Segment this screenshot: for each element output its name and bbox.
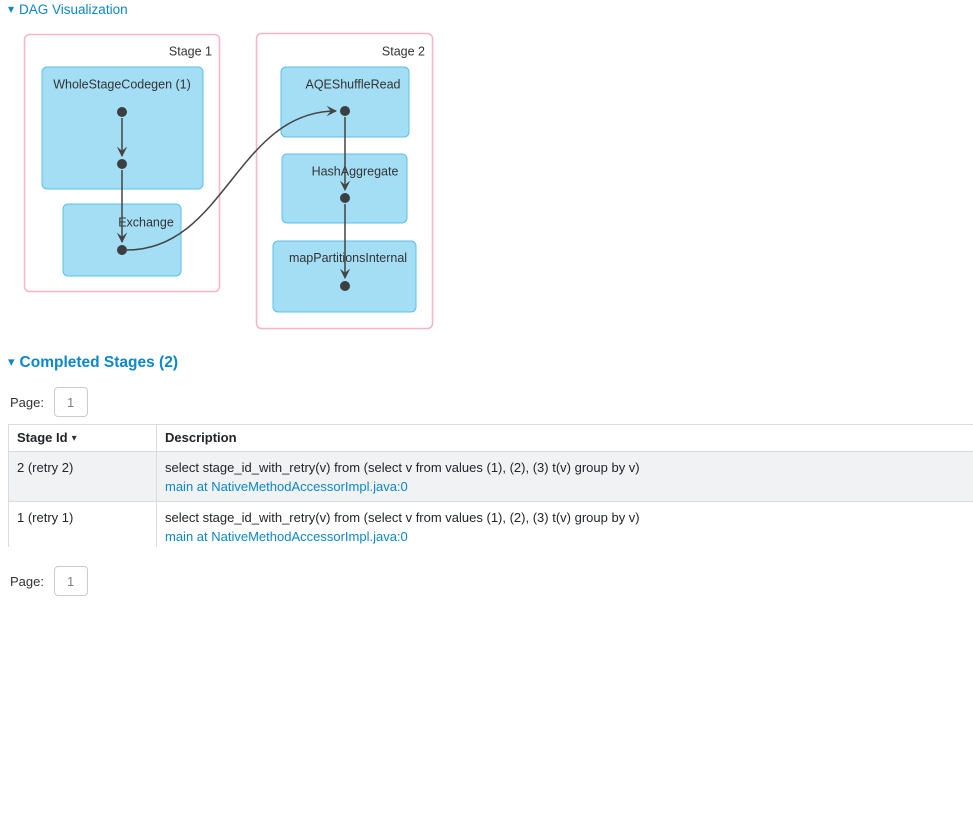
- rdd-dot: [117, 159, 127, 169]
- stage-id-cell: 1 (retry 1): [8, 501, 157, 547]
- completed-stages-table: Stage Id▾ Description 2 (retry 2) select…: [8, 424, 973, 547]
- table-row: 2 (retry 2) select stage_id_with_retry(v…: [8, 451, 973, 502]
- column-header-stage-id[interactable]: Stage Id▾: [8, 424, 157, 452]
- stage-description: select stage_id_with_retry(v) from (sele…: [165, 460, 640, 475]
- node-aqeshuffleread-label: AQEShuffleRead: [306, 78, 401, 92]
- stage-id-cell: 2 (retry 2): [8, 451, 157, 502]
- edge-exchange-aqeshuffleread: [126, 105, 338, 251]
- rdd-dot: [340, 106, 350, 116]
- collapse-caret-icon: ▾: [8, 2, 15, 16]
- node-mappartitionsinternal-label: mapPartitionsInternal: [289, 251, 407, 265]
- description-cell: select stage_id_with_retry(v) from (sele…: [156, 501, 973, 547]
- stage-detail-link[interactable]: main at NativeMethodAccessorImpl.java:0: [165, 479, 408, 494]
- rdd-dot: [340, 281, 350, 291]
- completed-stages-table-container: Stage Id▾ Description 2 (retry 2) select…: [8, 424, 973, 547]
- page-number-input[interactable]: [53, 566, 88, 596]
- table-row: 1 (retry 1) select stage_id_with_retry(v…: [8, 501, 973, 547]
- stage-description: select stage_id_with_retry(v) from (sele…: [165, 510, 640, 525]
- stage1-label: Stage 1: [169, 45, 212, 59]
- completed-stages-title: Completed Stages (2): [19, 354, 179, 371]
- page-label: Page:: [10, 394, 44, 410]
- node-wholestagecodegen-label: WholeStageCodegen (1): [53, 78, 191, 92]
- dag-visualization-graph: Stage 1 Stage 2 WholeStageCodegen (1) Ex…: [23, 32, 434, 330]
- node-hashaggregate-label: HashAggregate: [312, 165, 399, 179]
- collapse-caret-icon: ▾: [8, 354, 15, 369]
- stage2-label: Stage 2: [382, 45, 425, 59]
- dag-section-title: DAG Visualization: [19, 2, 128, 17]
- completed-stages-toggle[interactable]: ▾ Completed Stages (2): [8, 354, 178, 372]
- pagination-top: Page:: [10, 387, 88, 417]
- stage-detail-link[interactable]: main at NativeMethodAccessorImpl.java:0: [165, 529, 408, 544]
- sort-desc-icon: ▾: [71, 433, 77, 444]
- dag-visualization-toggle[interactable]: ▾ DAG Visualization: [8, 2, 128, 17]
- description-cell: select stage_id_with_retry(v) from (sele…: [156, 451, 973, 502]
- page-number-input[interactable]: [53, 387, 88, 417]
- node-exchange-label: Exchange: [118, 216, 174, 230]
- rdd-dot: [117, 245, 127, 255]
- page-label: Page:: [10, 573, 44, 589]
- table-header-row: Stage Id▾ Description: [8, 424, 973, 452]
- rdd-dot: [117, 107, 127, 117]
- rdd-dot: [340, 193, 350, 203]
- pagination-bottom: Page:: [10, 566, 88, 596]
- column-header-description[interactable]: Description: [156, 424, 973, 452]
